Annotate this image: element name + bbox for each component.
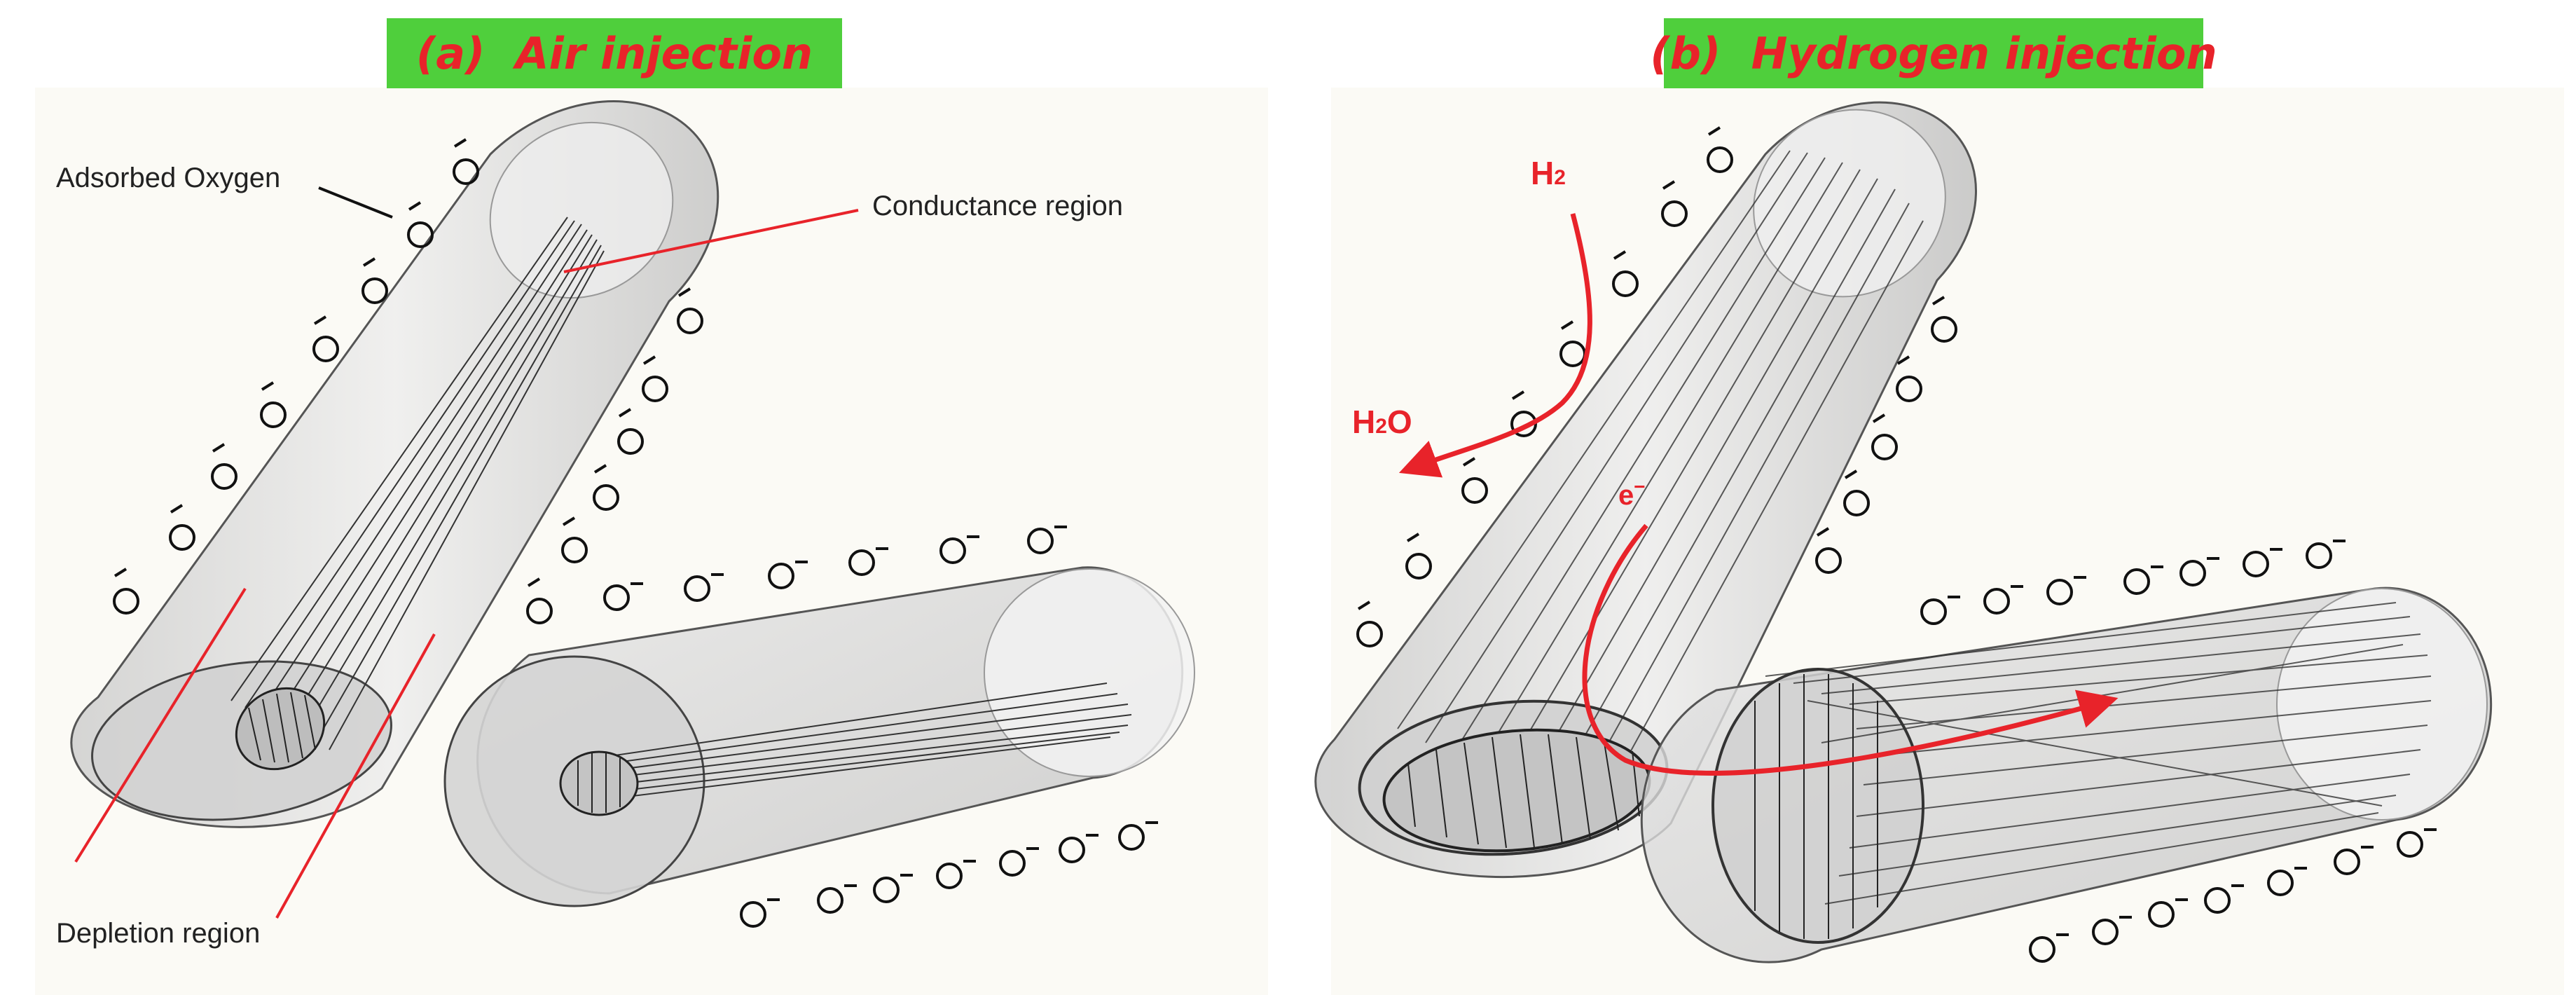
conductance-region-label: Conductance region <box>872 191 1124 221</box>
h2o-label: H2O <box>1352 403 1412 441</box>
panel-b-diagram <box>1314 101 2493 963</box>
h2-letter: H <box>1531 155 1555 191</box>
nanowire-tilted-b <box>1314 101 1977 879</box>
h2-label: H2 <box>1531 154 1566 192</box>
nanowire-horizontal-a <box>443 566 1195 907</box>
h2o-letter: H <box>1352 404 1376 440</box>
electron-flow-arrow <box>1582 523 2119 776</box>
h2o-tail: O <box>1386 404 1412 440</box>
adsorbed-oxygen-label: Adsorbed Oxygen <box>56 163 281 193</box>
conductance-core-horizontal-a <box>581 682 1132 803</box>
conductance-core-a <box>230 217 605 750</box>
depletion-leader-1 <box>74 587 247 863</box>
electron-letter: e <box>1618 480 1634 511</box>
depletion-leader-2 <box>275 633 436 919</box>
conduction-lines-tilted-b <box>1397 150 1924 770</box>
adsorbed-oxygen-leader <box>318 186 393 219</box>
oxygen-charges-b <box>1357 126 2437 936</box>
h2o-subscript: 2 <box>1375 415 1387 438</box>
panel-a-title: (a) Air injection <box>415 27 813 79</box>
oxygen-ions-a <box>113 158 1145 928</box>
panel-a-title-box: (a) Air injection <box>387 18 842 88</box>
nanowire-horizontal-b <box>1640 586 2493 963</box>
depletion-region-label: Depletion region <box>56 918 261 949</box>
electron-label: e− <box>1618 476 1646 512</box>
oxygen-charges-a <box>113 138 1158 901</box>
h2-subscript: 2 <box>1554 166 1566 189</box>
conductance-leader <box>563 209 859 273</box>
panel-a-diagram <box>70 100 1195 928</box>
reaction-arrow <box>1398 213 1592 478</box>
panel-b-title: (b) Hydrogen injection <box>1650 27 2217 79</box>
electron-superscript: − <box>1634 476 1646 497</box>
nanowire-tilted-a <box>70 100 719 828</box>
conduction-lines-horizontal-b <box>1765 602 2432 905</box>
panel-b-title-box: (b) Hydrogen injection <box>1650 18 2217 88</box>
